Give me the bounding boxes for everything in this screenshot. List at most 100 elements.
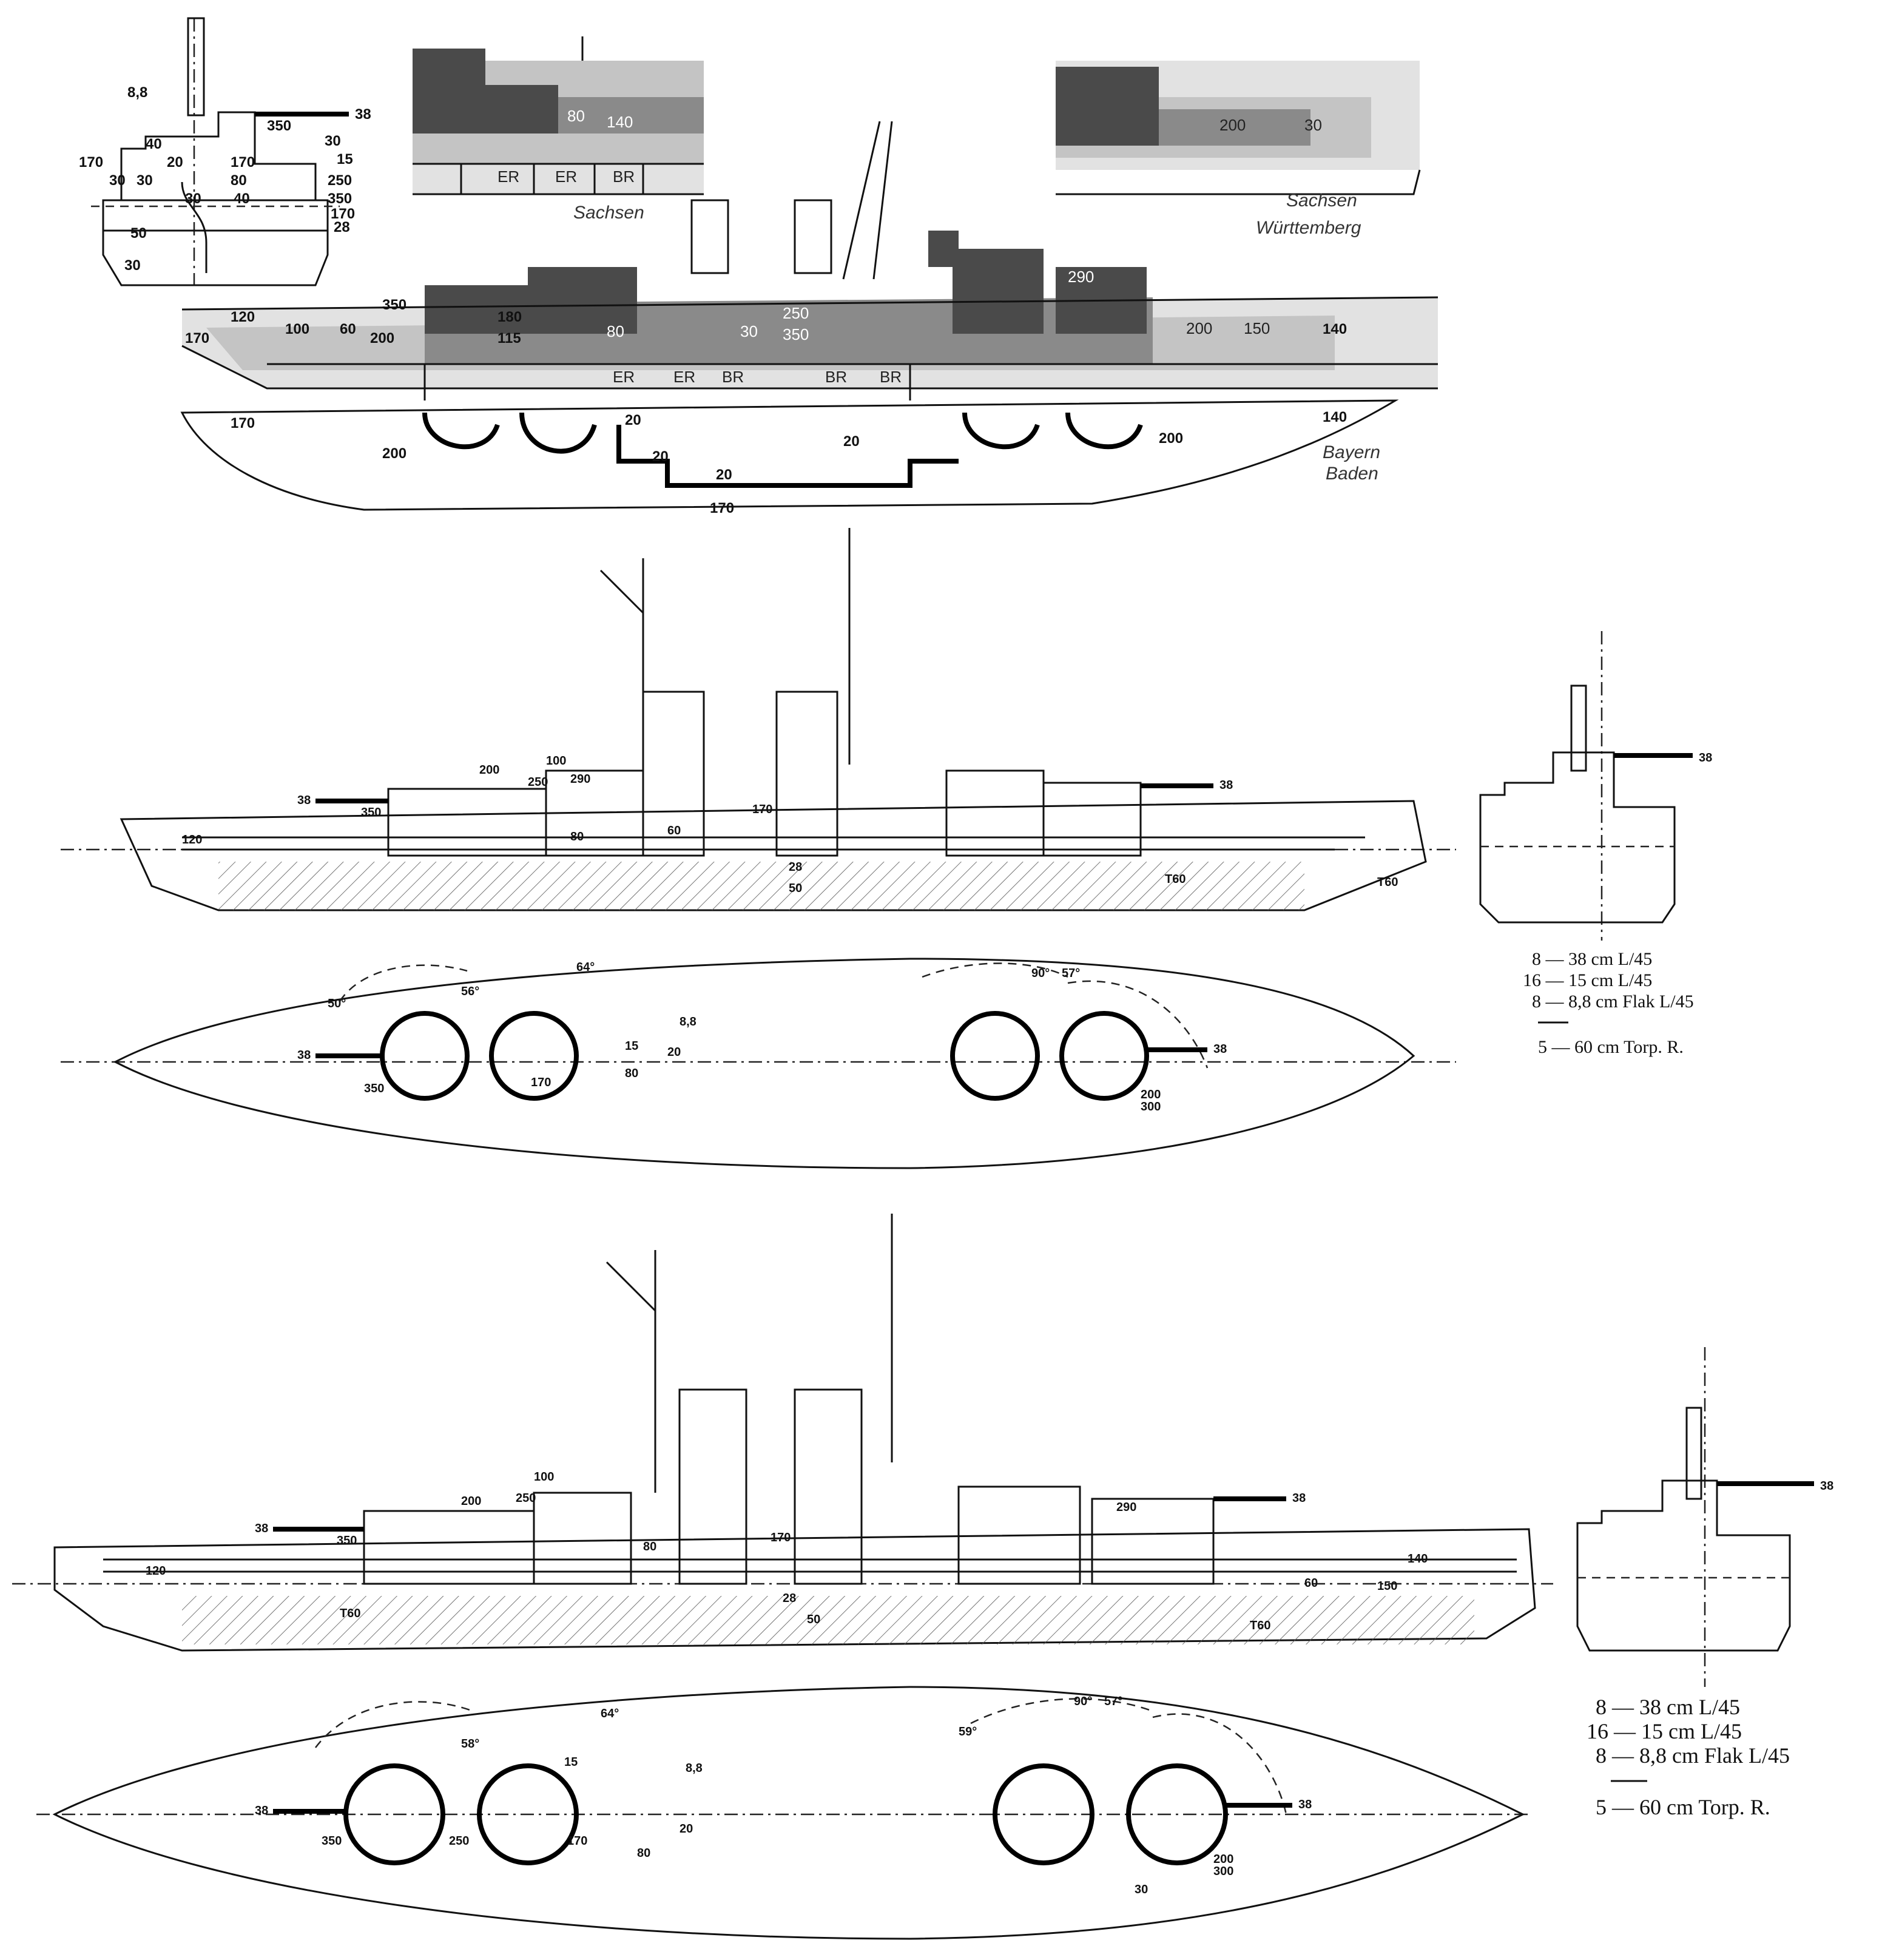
bot-plan-170: 170 [567,1834,587,1848]
profile-60: 60 [340,321,356,337]
bot-plan-38-right: 38 [1298,1798,1312,1811]
profile-115: 115 [497,330,521,346]
bot-profile-120: 120 [146,1564,166,1578]
sachsen-er-2: ER [555,167,577,186]
sw-label-30: 30 [1304,116,1322,134]
section-label-170-r: 170 [331,206,355,222]
section-label-170-left: 170 [79,154,103,171]
bot-arm-line3: 8 — 8,8 cm Flak L/45 [1596,1743,1790,1768]
sachsen-label-140: 140 [607,113,633,131]
section-label-40-mid: 40 [234,191,250,207]
mid-plan-88: 8,8 [680,1015,696,1029]
mid-plan-15: 15 [625,1039,638,1053]
profile-br-2: BR [825,368,847,386]
top-shaded-profile: ER ER BR BR BR 120 170 100 60 350 180 20… [181,121,1438,400]
mid-arm-line3: 8 — 8,8 cm Flak L/45 [1532,992,1694,1012]
mid-plan-90deg: 90° [1031,967,1050,980]
mid-section-38: 38 [1699,751,1712,765]
bot-profile-38-left: 38 [255,1522,268,1535]
mid-plan-38-left: 38 [297,1049,311,1062]
section-label-38: 38 [355,106,371,123]
bottom-panel: 38 38 200 100 250 290 350 170 120 60 80 … [12,1214,1833,1940]
section-label-250: 250 [328,172,352,189]
middle-cross-section: 38 [1479,631,1712,941]
profile-350: 350 [382,297,406,313]
bot-profile-38-right: 38 [1292,1492,1306,1505]
bot-plan-30: 30 [1135,1883,1148,1896]
plan-20-c: 20 [716,467,732,483]
mid-profile-38-right: 38 [1219,779,1233,792]
sachsen-inset: ER ER BR Sachsen 80 140 [413,36,704,223]
plan-170-bottom: 170 [710,500,734,516]
sachsen-er-1: ER [497,167,519,186]
baden-title: Baden [1326,464,1378,484]
mid-profile-100: 100 [546,754,566,768]
bot-profile-290: 290 [1116,1501,1136,1514]
bottom-side-profile: 38 38 200 100 250 290 350 170 120 60 80 … [12,1214,1553,1652]
section-label-20: 20 [167,154,183,171]
mid-plan-200: 200 [1141,1088,1161,1101]
sachsen-label-80: 80 [567,107,585,125]
section-label-15: 15 [337,151,353,167]
bot-plan-200: 200 [1213,1853,1233,1866]
profile-250: 250 [783,304,809,322]
top-panel: 8,8 38 350 40 20 170 170 30 30 80 40 30 … [79,17,1438,516]
bot-plan-57deg: 57° [1104,1695,1122,1708]
plan-170: 170 [231,415,255,431]
bot-plan-88: 8,8 [686,1762,703,1775]
mid-profile-80: 80 [570,830,584,843]
mid-profile-t60-a: T60 [1165,873,1186,886]
sw-title-2: Württemberg [1256,218,1361,238]
bot-plan-59deg: 59° [959,1725,977,1739]
section-label-88: 8,8 [127,84,147,101]
mid-profile-250: 250 [528,776,548,789]
profile-br-3: BR [880,368,902,386]
middle-plan-view: 38 38 350 170 80 20 15 300 200 90° 57° 6… [61,958,1456,1169]
profile-100: 100 [285,321,309,337]
bot-profile-140: 140 [1408,1552,1428,1566]
sw-title-1: Sachsen [1286,191,1357,211]
sw-label-200: 200 [1219,116,1246,134]
middle-side-profile: 38 38 200 100 250 290 350 170 120 60 80 … [61,528,1456,911]
profile-30: 30 [740,322,758,340]
section-label-30-low: 30 [124,257,141,274]
bot-plan-250: 250 [449,1834,469,1848]
profile-er-1: ER [613,368,635,386]
section-label-350-r: 350 [328,191,352,207]
bot-profile-50: 50 [807,1613,820,1626]
bot-plan-58deg: 58° [461,1737,479,1751]
bot-plan-64deg: 64° [601,1707,619,1720]
section-label-170-mid: 170 [231,154,255,171]
section-label-30-c: 30 [185,191,201,207]
mid-profile-50: 50 [789,882,802,895]
section-label-28: 28 [334,219,350,235]
bottom-armament-legend: 8 — 38 cm L/45 16 — 15 cm L/45 8 — 8,8 c… [1587,1695,1790,1819]
profile-290: 290 [1068,268,1094,286]
bot-arm-line1: 8 — 38 cm L/45 [1596,1695,1740,1719]
bot-arm-line2: 16 — 15 cm L/45 [1587,1719,1742,1743]
profile-180: 180 [497,309,522,325]
mid-arm-line4: 5 — 60 cm Torp. R. [1538,1037,1684,1057]
profile-br-1: BR [722,368,744,386]
bot-profile-28: 28 [783,1592,796,1605]
bot-profile-150: 150 [1377,1580,1397,1593]
bot-plan-300: 300 [1213,1865,1233,1878]
mid-plan-56deg: 56° [461,985,479,998]
sachsen-br: BR [613,167,635,186]
bot-arm-line4: 5 — 60 cm Torp. R. [1596,1795,1770,1819]
profile-40: 40 [758,274,776,292]
profile-170: 170 [185,330,209,346]
bayern-title: Bayern [1323,442,1380,462]
plan-200-right: 200 [1159,430,1183,447]
mid-profile-200: 200 [479,763,499,777]
section-label-30-r1: 30 [325,133,341,149]
profile-200: 200 [370,330,394,346]
section-label-80: 80 [231,172,247,189]
mid-plan-80: 80 [625,1067,638,1080]
bot-plan-38-left: 38 [255,1804,268,1817]
section-label-50: 50 [130,225,147,242]
bayern-baden-plan: 170 200 200 20 20 20 20 140 170 Bayern B… [180,399,1399,516]
bot-plan-350: 350 [322,1834,342,1848]
bot-profile-170: 170 [771,1531,791,1544]
mid-plan-20: 20 [667,1046,681,1059]
